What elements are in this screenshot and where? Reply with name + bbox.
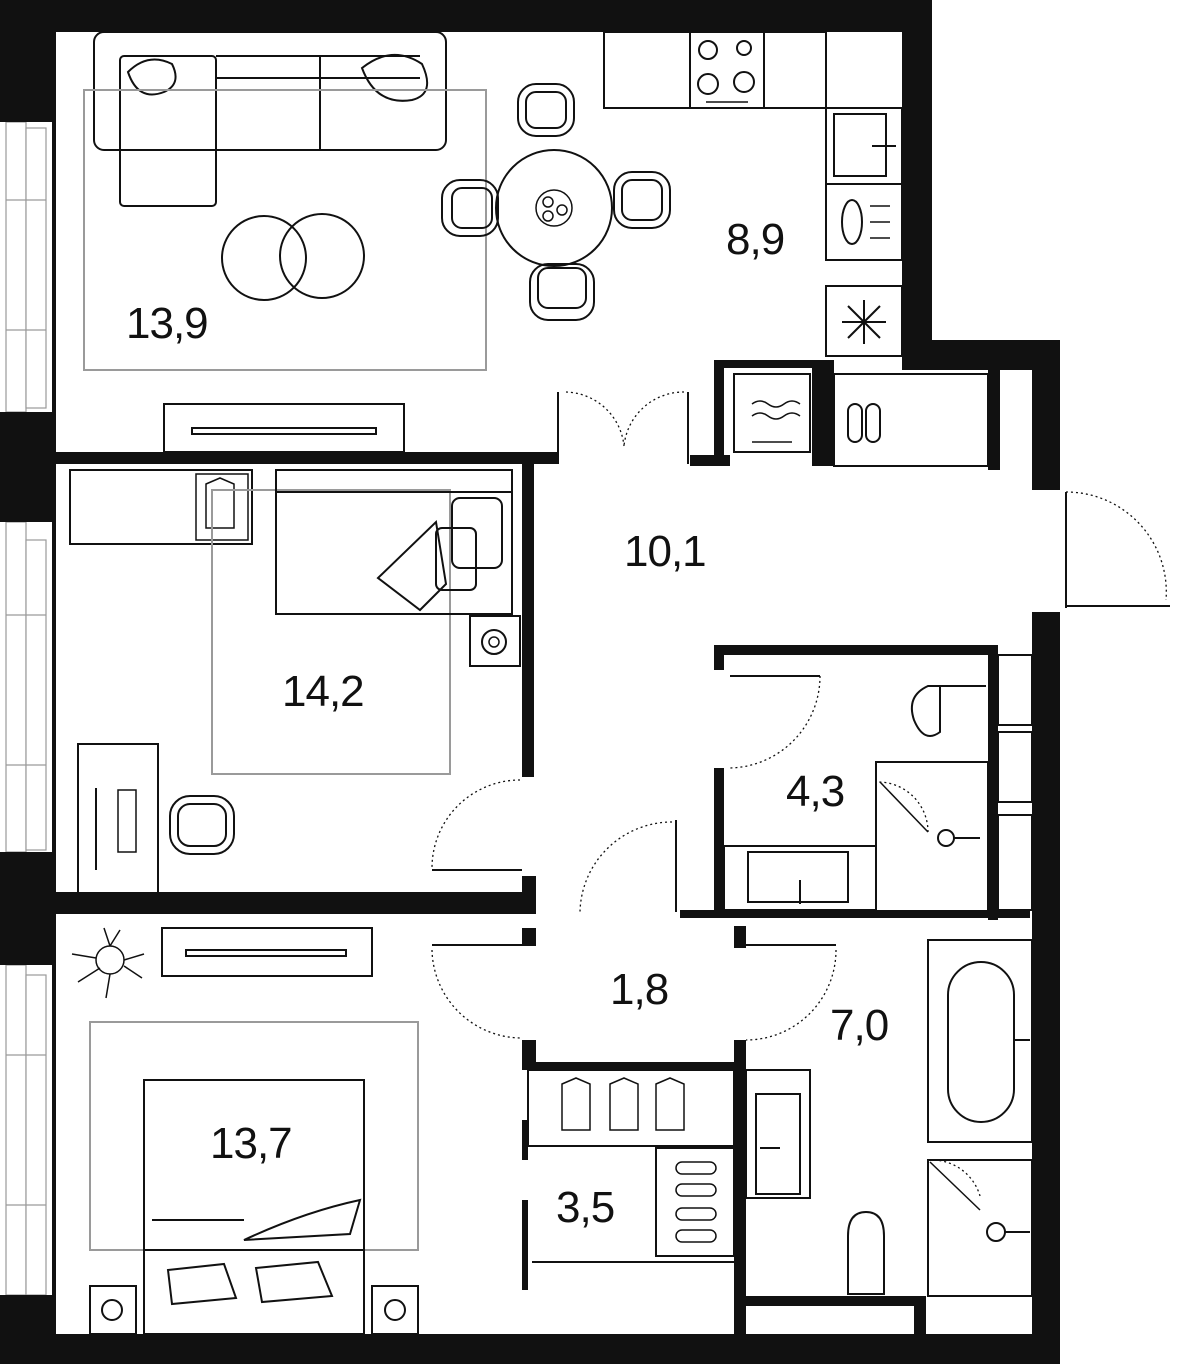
room-area-kitchen: 8,9 bbox=[726, 215, 784, 264]
shelves-icon bbox=[997, 654, 1033, 911]
room-area-bedroom-2: 13,7 bbox=[210, 1119, 292, 1168]
sink-icon bbox=[723, 845, 877, 911]
dishes-icon bbox=[825, 183, 903, 261]
bed-icon bbox=[143, 1079, 365, 1335]
sofa-icon bbox=[93, 31, 447, 207]
chair-icon bbox=[169, 795, 235, 855]
room-area-living: 13,9 bbox=[126, 299, 208, 348]
dining-table-icon bbox=[495, 149, 613, 267]
shower-icon bbox=[927, 1159, 1033, 1297]
desk-icon bbox=[69, 469, 253, 545]
lamp-icon bbox=[89, 1285, 419, 1335]
lamp-icon bbox=[469, 615, 521, 667]
sink-icon bbox=[745, 1069, 811, 1199]
desk-icon bbox=[77, 743, 159, 895]
washing-machine-icon bbox=[733, 373, 811, 453]
room-area-wardrobe: 3,5 bbox=[556, 1183, 614, 1232]
room-area-bathroom-small: 4,3 bbox=[786, 767, 844, 816]
shirt-icon bbox=[527, 1069, 735, 1147]
bedroom1-rug bbox=[211, 489, 451, 775]
shower-icon bbox=[875, 761, 989, 913]
bed-icon bbox=[275, 469, 513, 615]
windows bbox=[5, 121, 47, 1296]
chair-icon bbox=[441, 83, 671, 321]
shoes-icon bbox=[655, 1147, 735, 1257]
tv-stand-icon bbox=[161, 927, 373, 977]
slippers-icon bbox=[833, 367, 1030, 467]
room-area-bathroom-large: 7,0 bbox=[830, 1001, 888, 1050]
bathtub-icon bbox=[927, 939, 1033, 1143]
area-labels: 13,9 8,9 10,1 14,2 4,3 1,8 7,0 13,7 3,5 bbox=[126, 215, 889, 1232]
door-swings bbox=[431, 391, 1167, 1211]
tv-stand-icon bbox=[163, 403, 405, 453]
room-area-bedroom-1: 14,2 bbox=[282, 667, 364, 716]
coffee-table-icon bbox=[221, 213, 365, 301]
plant-icon bbox=[71, 927, 145, 999]
toilet-icon bbox=[910, 685, 986, 737]
room-area-hall: 10,1 bbox=[624, 527, 706, 576]
sink-icon bbox=[825, 107, 903, 185]
room-area-corridor: 1,8 bbox=[610, 965, 668, 1014]
partitions bbox=[432, 392, 1170, 946]
fridge-icon bbox=[825, 285, 903, 357]
walls bbox=[0, 0, 1060, 1364]
toilet-icon bbox=[847, 1210, 885, 1295]
stove-icon bbox=[603, 31, 827, 109]
living-rug bbox=[83, 89, 487, 371]
